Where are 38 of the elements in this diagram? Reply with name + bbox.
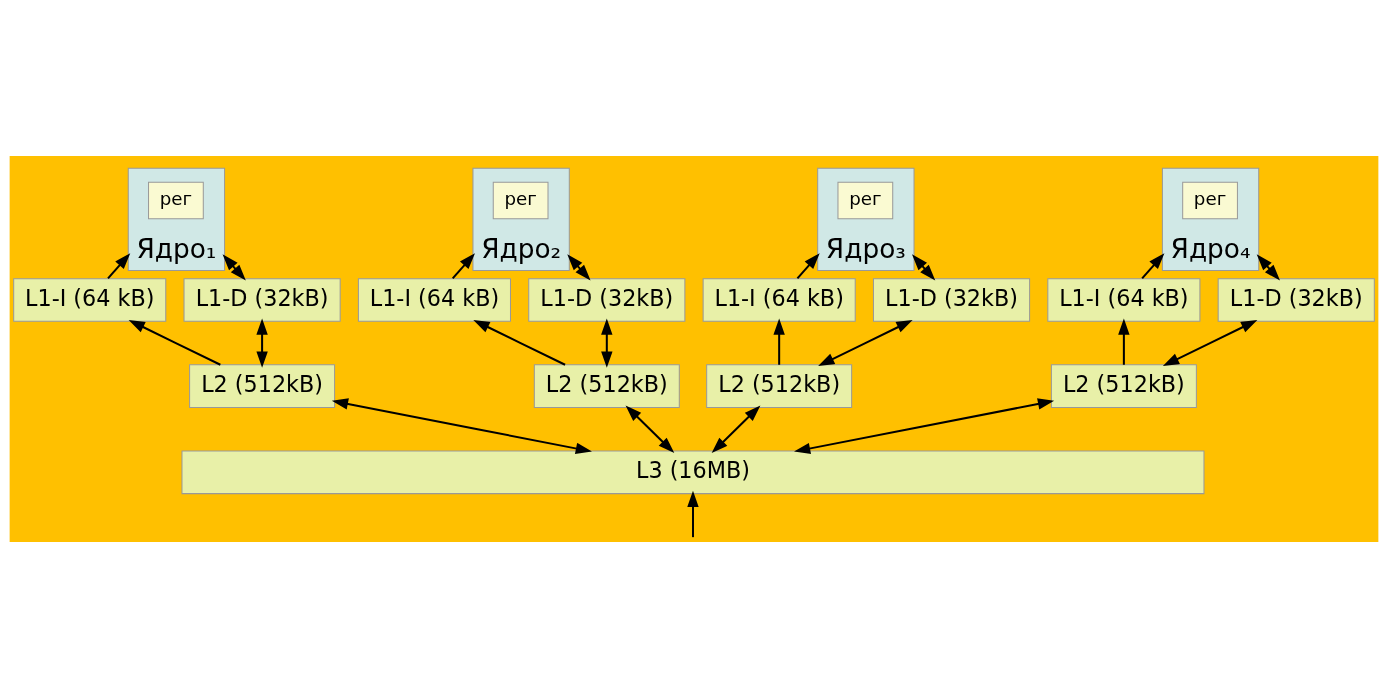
arrow (1256, 253, 1280, 281)
node-box: L3 (16MB) (181, 450, 1205, 494)
arrow (1141, 252, 1165, 279)
arrow (911, 253, 936, 281)
node-box: L1-D (32kB) (872, 277, 1031, 322)
arrow (794, 397, 1055, 454)
node-box: рег (837, 181, 894, 219)
node-box: рег (148, 181, 204, 219)
arrow (1162, 319, 1258, 366)
node-box: L1-D (32kB) (528, 277, 686, 322)
arrow (796, 252, 820, 279)
node-box: рег (492, 181, 549, 219)
arrow (711, 405, 761, 453)
arrow (107, 252, 131, 279)
node-box: L2 (512kB) (706, 363, 853, 408)
arrow (331, 397, 592, 454)
arrow (473, 319, 566, 366)
arrow (1118, 317, 1130, 365)
arrow (625, 405, 675, 453)
node-box: L2 (512kB) (533, 363, 680, 408)
arrow (601, 317, 613, 368)
arrow (222, 253, 246, 281)
arrow (818, 319, 913, 366)
node-box: L1-I (64 kB) (702, 277, 856, 322)
node-box: L1-D (32kB) (1217, 277, 1375, 322)
node-box: L2 (512kB) (189, 363, 336, 408)
arrow (256, 317, 268, 368)
node-box: L2 (512kB) (1050, 363, 1197, 408)
node-box: L1-I (64 kB) (13, 277, 167, 322)
arrow (451, 252, 475, 279)
node-box: L1-I (64 kB) (1047, 277, 1201, 322)
node-box: рег (1182, 181, 1238, 219)
node-box: L1-D (32kB) (183, 277, 341, 322)
node-box: L1-I (64 kB) (357, 277, 511, 322)
arrow (567, 253, 591, 281)
arrow (773, 317, 785, 365)
arrow (687, 490, 699, 537)
arrow (128, 319, 221, 366)
